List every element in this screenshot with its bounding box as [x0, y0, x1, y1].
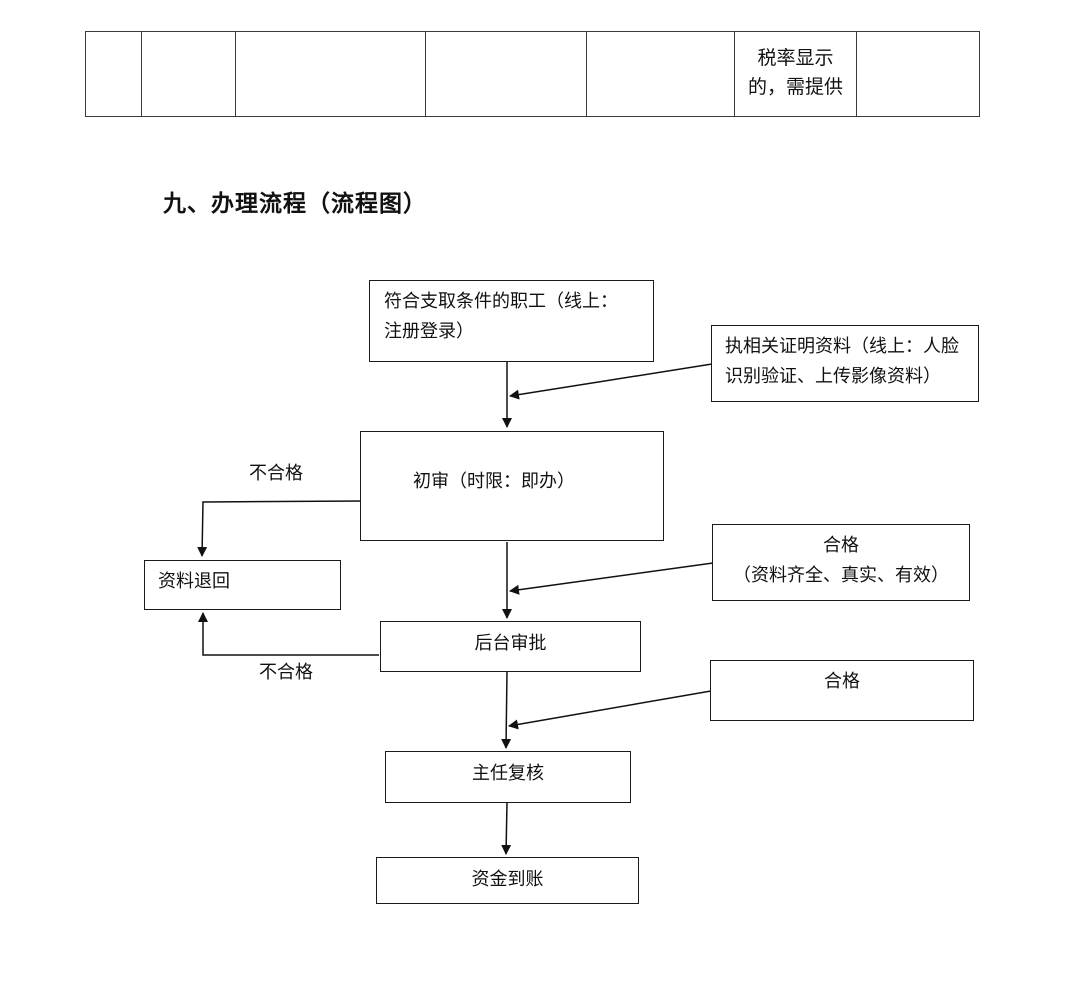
node-qualified-2: 合格 [710, 660, 974, 721]
node-funds-arrive-label: 资金到账 [471, 869, 544, 890]
arrow-reject-backend-to-return [198, 612, 379, 656]
arrow-qualified-1-to-flow [509, 562, 714, 595]
arrow-director-to-funds [501, 802, 512, 855]
node-qualified-2-label: 合格 [824, 671, 860, 692]
node-return: 资料退回 [144, 560, 341, 610]
node-backend-review: 后台审批 [380, 621, 641, 672]
arrow-qualified-2-to-flow [508, 690, 712, 730]
table-cell [235, 31, 426, 117]
table-cell-tax: 税率显示 的，需提供 [734, 31, 857, 117]
node-director-review: 主任复核 [385, 751, 631, 803]
tax-cell-line-1: 税率显示 [757, 47, 834, 69]
node-applicant-line-1: 符合支取条件的职工（线上： [384, 291, 618, 312]
node-qualified-1-line-2: （资料齐全、真实、有效） [733, 565, 949, 586]
table-cell [586, 31, 735, 117]
node-funds-arrive: 资金到账 [376, 857, 639, 904]
node-return-label: 资料退回 [158, 571, 230, 592]
table-cell [85, 31, 142, 117]
node-qualified-1-line-1: 合格 [823, 535, 859, 556]
tax-cell-line-2: 的，需提供 [747, 76, 843, 98]
node-materials: 执相关证明资料（线上：人脸 识别验证、上传影像资料） [711, 325, 979, 402]
node-initial-review: 初审（时限：即办） [360, 431, 664, 541]
top-table-fragment: 税率显示 的，需提供 [85, 31, 980, 117]
node-qualified-1: 合格 （资料齐全、真实、有效） [712, 524, 970, 601]
node-applicant: 符合支取条件的职工（线上： 注册登录） [369, 280, 654, 362]
table-cell [141, 31, 236, 117]
table-cell [856, 31, 980, 117]
arrow-materials-to-flow [509, 363, 713, 400]
edge-label-reject-1: 不合格 [249, 463, 303, 484]
node-materials-line-2: 识别验证、上传影像资料） [725, 366, 941, 387]
arrow-backend-to-director-review [501, 670, 512, 749]
node-initial-review-label: 初审（时限：即办） [413, 471, 575, 492]
edge-label-reject-2: 不合格 [259, 662, 313, 683]
node-materials-line-1: 执相关证明资料（线上：人脸 [725, 336, 959, 357]
node-applicant-line-2: 注册登录） [384, 321, 474, 342]
node-director-review-label: 主任复核 [472, 763, 544, 784]
arrow-reject-initial-to-return [197, 500, 366, 557]
section-title: 九、办理流程（流程图） [163, 191, 427, 217]
node-backend-review-label: 后台审批 [474, 633, 547, 654]
